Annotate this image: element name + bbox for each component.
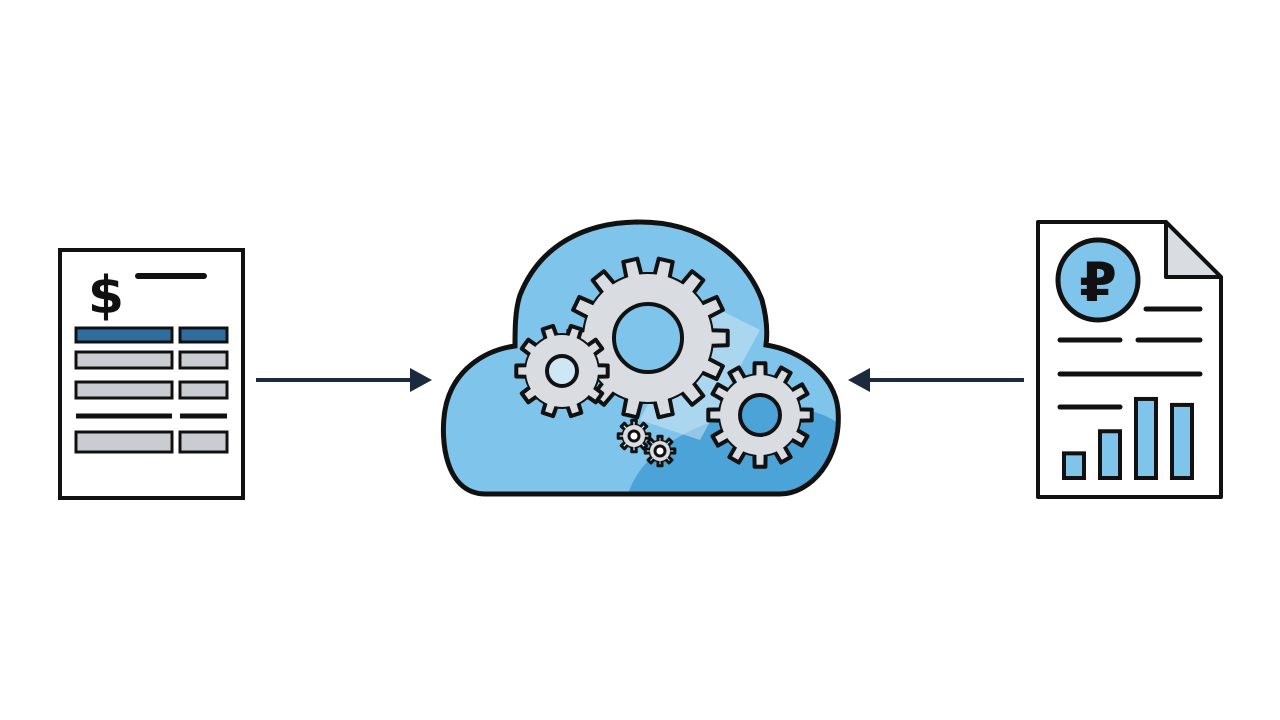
report-document-icon: ₽ bbox=[1036, 220, 1223, 499]
bar-chart-icon bbox=[1062, 396, 1194, 481]
small-gear-icon bbox=[616, 418, 652, 454]
dogear-icon bbox=[1164, 220, 1223, 279]
right-gear-icon bbox=[706, 361, 814, 469]
report-bar bbox=[1062, 451, 1086, 481]
table-row bbox=[178, 430, 229, 454]
cloud-outline bbox=[440, 219, 841, 497]
table-row bbox=[178, 380, 229, 400]
ruble-sign-icon: ₽ bbox=[1079, 251, 1117, 314]
cloud-gears-icon bbox=[440, 219, 841, 497]
table-header-cell bbox=[178, 326, 229, 344]
report-bar bbox=[1170, 402, 1194, 480]
report-bar bbox=[1098, 429, 1122, 480]
table-row bbox=[178, 350, 229, 370]
small-gear-icon bbox=[643, 434, 677, 468]
table-header-cell bbox=[74, 326, 174, 344]
ruble-coin-icon bbox=[1055, 237, 1141, 323]
dollar-sign-icon: $ bbox=[88, 266, 124, 326]
invoice-document-icon: $ bbox=[58, 248, 245, 500]
left-gear-icon bbox=[514, 323, 610, 419]
arrow-left-icon bbox=[848, 368, 1024, 392]
table-row bbox=[74, 430, 174, 454]
arrow-right-icon bbox=[256, 368, 432, 392]
table-row bbox=[74, 380, 174, 400]
table-row bbox=[74, 350, 174, 370]
report-bar bbox=[1134, 396, 1158, 481]
